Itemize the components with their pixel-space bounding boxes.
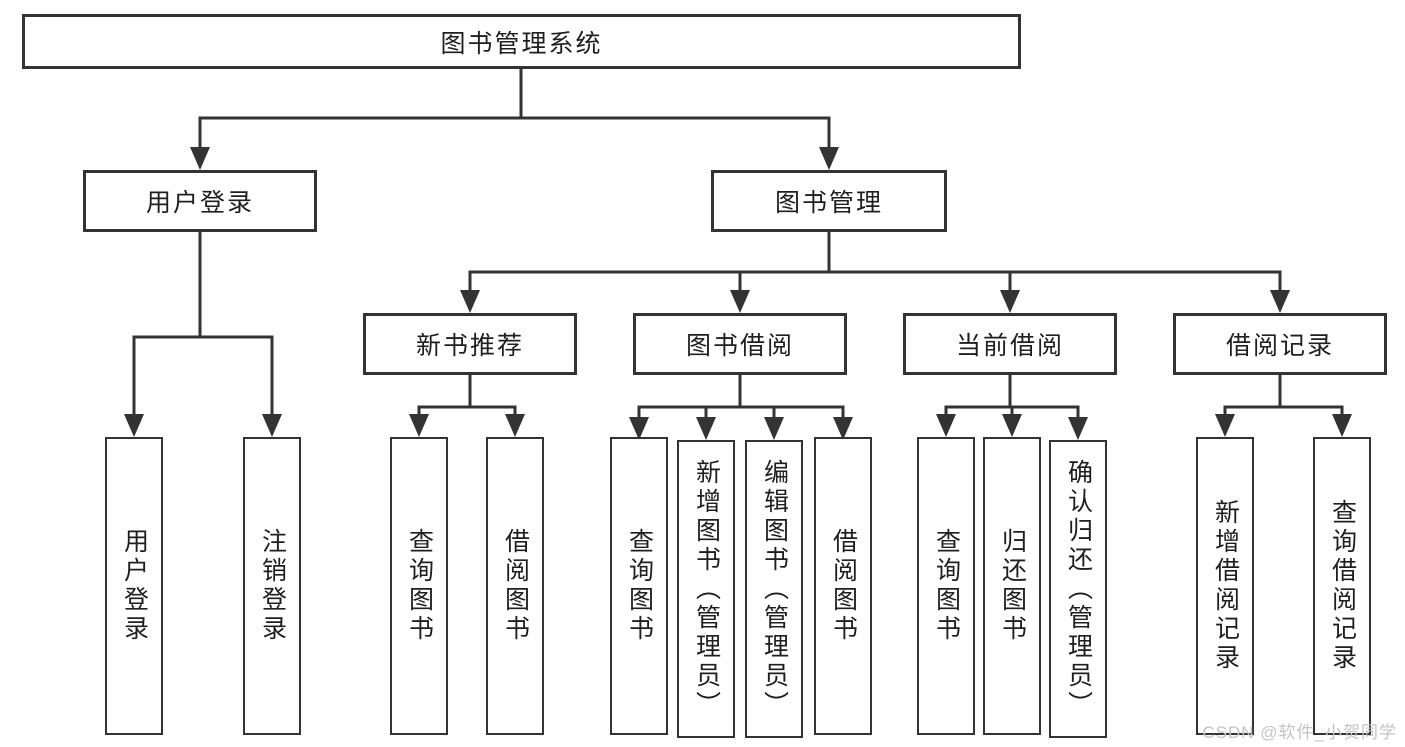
- leaf-add-book-admin: 新增图书（管理员）: [677, 440, 735, 738]
- node-label: 图书借阅: [685, 332, 794, 360]
- node-user-login: 用户登录: [83, 170, 317, 232]
- leaf-query-books-current: 查询图书: [917, 437, 975, 735]
- leaf-add-borrow-record: 新增借阅记录: [1196, 437, 1254, 735]
- node-label: 注销登录: [258, 528, 287, 644]
- leaf-return-book: 归还图书: [983, 437, 1041, 735]
- node-current-borrowing: 当前借阅: [903, 313, 1117, 375]
- leaf-borrow-books-borrowing: 借阅图书: [814, 437, 872, 735]
- node-label: 查询图书: [625, 528, 654, 644]
- node-new-book-recommend: 新书推荐: [363, 313, 577, 375]
- node-label: 确认归还（管理员）: [1064, 458, 1093, 720]
- node-label: 查询图书: [932, 528, 961, 644]
- node-label: 借阅图书: [501, 528, 530, 644]
- watermark: CSDN @软件_小贺同学: [1202, 723, 1397, 742]
- node-label: 借阅图书: [829, 528, 858, 644]
- leaf-query-books-borrowing: 查询图书: [610, 437, 668, 735]
- node-label: 图书管理系统: [440, 29, 603, 58]
- node-label: 图书管理: [774, 189, 883, 217]
- node-label: 归还图书: [998, 528, 1027, 644]
- node-label: 查询图书: [405, 528, 434, 644]
- node-label: 用户登录: [145, 189, 254, 217]
- node-label: 用户登录: [120, 528, 149, 644]
- node-borrowing-records: 借阅记录: [1173, 313, 1387, 375]
- leaf-user-login: 用户登录: [105, 437, 163, 735]
- node-book-management: 图书管理: [711, 170, 947, 232]
- node-label: 新书推荐: [415, 332, 524, 360]
- node-book-borrowing: 图书借阅: [633, 313, 847, 375]
- leaf-query-borrow-record: 查询借阅记录: [1313, 437, 1371, 735]
- leaf-query-books-recommend: 查询图书: [390, 437, 448, 735]
- leaf-edit-book-admin: 编辑图书（管理员）: [745, 440, 803, 738]
- leaf-confirm-return-admin: 确认归还（管理员）: [1049, 440, 1107, 738]
- node-label: 借阅记录: [1225, 332, 1334, 360]
- node-label: 当前借阅: [955, 332, 1064, 360]
- node-label: 查询借阅记录: [1328, 499, 1357, 673]
- node-label: 新增图书（管理员）: [692, 458, 721, 720]
- node-label: 编辑图书（管理员）: [760, 458, 789, 720]
- node-label: 新增借阅记录: [1211, 499, 1240, 673]
- leaf-borrow-books-recommend: 借阅图书: [486, 437, 544, 735]
- node-library-management-system: 图书管理系统: [22, 14, 1021, 69]
- leaf-logout: 注销登录: [243, 437, 301, 735]
